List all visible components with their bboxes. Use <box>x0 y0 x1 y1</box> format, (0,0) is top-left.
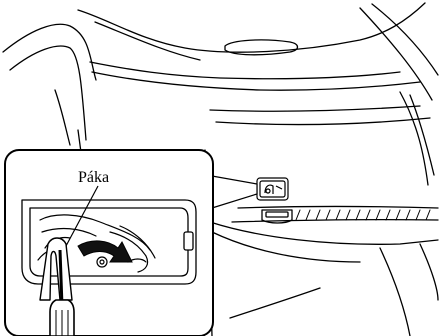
callout-pointer <box>212 176 257 208</box>
floor-line-3 <box>380 248 410 336</box>
hatch-lower-edge <box>210 106 420 111</box>
roof-inner-line <box>10 46 86 140</box>
floor-line-2 <box>212 232 360 262</box>
trim-latch-slot <box>266 212 288 217</box>
trim-strip <box>238 207 438 209</box>
floor-line-1 <box>210 222 438 244</box>
lever-label: Páka <box>78 169 109 186</box>
roof-outer-line <box>3 24 96 80</box>
opening-clip <box>184 232 193 250</box>
right-panel-line-2 <box>372 4 438 75</box>
detail-callout: Páka <box>5 150 213 336</box>
trim-ribs <box>296 210 430 220</box>
hatch-lip <box>90 62 400 79</box>
hatch-lower-edge-2 <box>216 118 430 125</box>
floor-line-4 <box>230 288 320 318</box>
pillar-left-line <box>55 90 70 145</box>
location-indicator <box>257 178 288 200</box>
hatch-top-edge <box>78 3 425 52</box>
floor-line-5 <box>420 244 438 300</box>
hatch-top-edge-2 <box>95 22 200 60</box>
